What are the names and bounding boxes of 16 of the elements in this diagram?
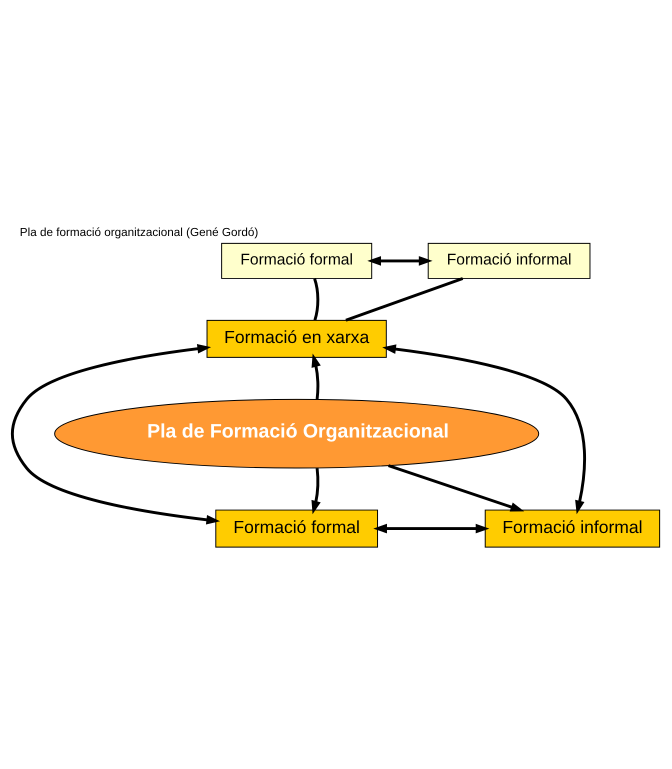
node-box: Formació en xarxa bbox=[206, 319, 387, 358]
arrow bbox=[367, 256, 433, 266]
node-box: Formació informal bbox=[484, 509, 660, 548]
connector bbox=[313, 278, 320, 320]
connector bbox=[345, 276, 464, 322]
arrow bbox=[388, 464, 524, 512]
node-box: Formació informal bbox=[428, 242, 590, 278]
node-ellipse: Pla de Formació Organitzacional bbox=[54, 398, 540, 468]
arrow bbox=[311, 468, 321, 514]
node-box: Formació formal bbox=[215, 509, 378, 548]
arrow bbox=[373, 523, 490, 533]
node-box: Formació formal bbox=[221, 242, 372, 278]
diagram-title: Pla de formació organitzacional (Gené Gordó) bbox=[20, 226, 258, 239]
arrow bbox=[382, 344, 586, 514]
arrow bbox=[312, 352, 321, 399]
arrow bbox=[11, 344, 220, 524]
